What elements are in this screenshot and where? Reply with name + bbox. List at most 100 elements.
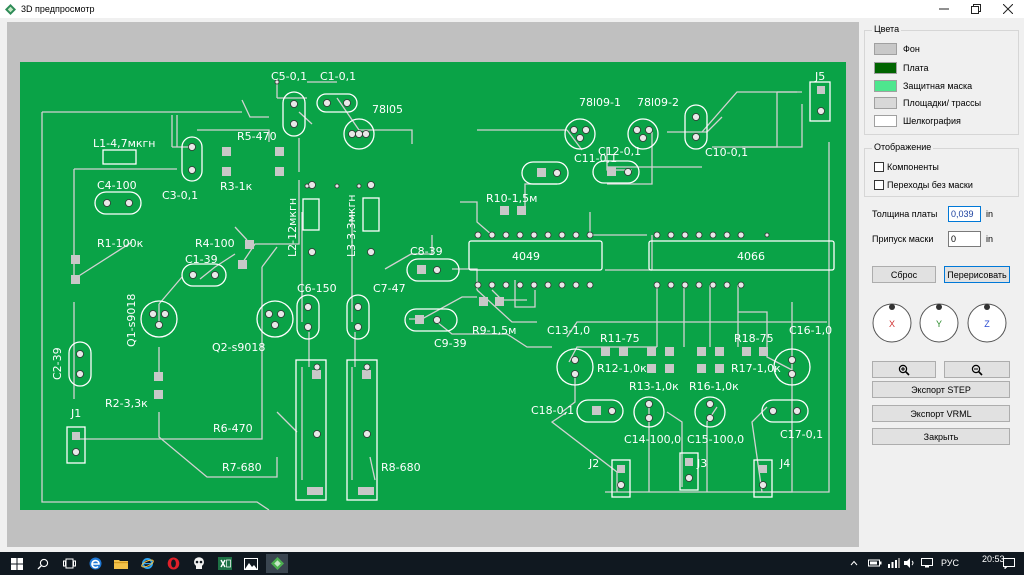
label-j1: J1: [70, 407, 81, 420]
redraw-button[interactable]: Перерисовать: [944, 266, 1010, 283]
silkscreen: [66, 81, 835, 501]
skull-icon: [194, 557, 204, 569]
rotate-z-button[interactable]: Z: [966, 302, 1008, 344]
label-c10: C10-0,1: [705, 146, 748, 159]
label-r5: R5-470: [237, 130, 277, 143]
label-l3: L3-3,3мкгн: [345, 194, 358, 257]
label-c9: C9-39: [434, 337, 467, 350]
colors-group: Цвета Фон Плата Защитная маска Площадки/…: [864, 24, 1019, 135]
volume-icon[interactable]: [904, 558, 916, 568]
opera-icon[interactable]: [162, 554, 184, 573]
app-window: 3D предпросмотр: [0, 0, 1024, 547]
label-r12: R12-1,0к: [597, 362, 647, 375]
task-view-icon[interactable]: [58, 554, 80, 573]
label-c8: C8-39: [410, 245, 443, 258]
label-c18: C18-0,1: [531, 404, 574, 417]
excel-icon[interactable]: [214, 554, 236, 573]
label-c17: C17-0,1: [780, 428, 823, 441]
label-r2: R2-3,3к: [105, 397, 148, 410]
windows-logo-icon: [11, 557, 23, 570]
unmasked-vias-checkbox[interactable]: [874, 179, 884, 190]
color-row-board[interactable]: Плата: [874, 61, 929, 74]
close-window-button[interactable]: [992, 0, 1024, 18]
skull-app-icon[interactable]: [188, 554, 210, 573]
file-explorer-icon[interactable]: [110, 554, 132, 573]
export-step-button[interactable]: Экспорт STEP: [872, 381, 1010, 398]
pcb-diamond-icon: [5, 3, 16, 15]
label-r1: R1-100к: [97, 237, 144, 250]
zoom-out-button[interactable]: [944, 361, 1010, 378]
rotate-y-button[interactable]: Y: [918, 302, 960, 344]
windows-start-icon[interactable]: [6, 554, 28, 573]
tray-chevron-icon[interactable]: [850, 560, 858, 566]
notifications-icon[interactable]: [1003, 558, 1015, 569]
axis-z-label: Z: [984, 319, 990, 329]
label-c4: C4-100: [97, 179, 137, 192]
label-78l09-2: 78l09-2: [637, 96, 679, 109]
zoom-in-button[interactable]: [872, 361, 936, 378]
search-icon[interactable]: [32, 554, 54, 573]
color-label-pads: Площадки/ трассы: [903, 97, 982, 108]
reset-button[interactable]: Сброс: [872, 266, 936, 283]
pcb-board-render: C5-0,1 C1-0,1 78l05 J5 78l09-1 78l09-2 L…: [20, 62, 846, 511]
battery-icon[interactable]: [868, 558, 882, 568]
axis-y-label: Y: [936, 319, 942, 329]
label-c6: C6-150: [297, 282, 337, 295]
color-swatch-pads[interactable]: [874, 96, 897, 109]
tray-monitor-icon[interactable]: [921, 558, 933, 568]
pcb-board: [20, 62, 846, 510]
rotate-x-button[interactable]: X: [871, 302, 913, 344]
label-c15: C15-100,0: [687, 433, 744, 446]
color-label-silkscreen: Шелкография: [903, 115, 961, 126]
label-c1-0: C1-0,1: [320, 70, 356, 83]
export-vrml-button[interactable]: Экспорт VRML: [872, 405, 1010, 422]
label-j5: J5: [814, 70, 825, 83]
close-dialog-button[interactable]: Закрыть: [872, 428, 1010, 445]
components-checkbox-row[interactable]: Компоненты: [874, 160, 939, 173]
minimize-button[interactable]: [928, 0, 960, 18]
window-title: 3D предпросмотр: [21, 4, 95, 14]
label-r6: R6-470: [213, 422, 253, 435]
label-r3: R3-1к: [220, 180, 253, 193]
axis-x-label: X: [889, 319, 895, 329]
color-swatch-silkscreen[interactable]: [874, 114, 897, 127]
photos-icon[interactable]: [240, 554, 262, 573]
unmasked-vias-checkbox-row[interactable]: Переходы без маски: [874, 178, 973, 191]
mask-clearance-input[interactable]: [948, 231, 981, 247]
unmasked-vias-checkbox-label: Переходы без маски: [887, 179, 973, 190]
label-q1: Q1-s9018: [125, 294, 138, 347]
restore-button[interactable]: [960, 0, 992, 18]
pcb-app-icon[interactable]: [266, 554, 288, 573]
excel-x-icon: [218, 557, 232, 570]
close-icon: [1003, 4, 1013, 14]
color-row-mask[interactable]: Защитная маска: [874, 79, 972, 92]
color-label-mask: Защитная маска: [903, 80, 973, 91]
zoom-out-icon: [971, 364, 983, 376]
color-row-pads[interactable]: Площадки/ трассы: [874, 96, 981, 109]
color-swatch-mask[interactable]: [874, 79, 897, 92]
color-swatch-background[interactable]: [874, 42, 897, 55]
zoom-in-icon: [898, 364, 910, 376]
tray-language[interactable]: РУС: [941, 558, 960, 568]
label-c12: C12-0,1: [598, 145, 641, 158]
opera-o-icon: [167, 557, 179, 570]
color-row-background[interactable]: Фон: [874, 42, 920, 55]
components-checkbox[interactable]: [874, 161, 884, 172]
label-j3: J3: [696, 457, 707, 470]
label-c14: C14-100,0: [624, 433, 681, 446]
color-swatch-board[interactable]: [874, 61, 897, 74]
traces: [41, 81, 830, 511]
color-row-silkscreen[interactable]: Шелкография: [874, 114, 961, 127]
minimize-icon: [939, 8, 949, 10]
network-icon[interactable]: [887, 558, 900, 568]
tray-clock[interactable]: 20:53: [982, 554, 1005, 564]
color-label-background: Фон: [903, 43, 920, 54]
edge-icon[interactable]: [84, 554, 106, 573]
ie-icon[interactable]: [136, 554, 158, 573]
label-4066: 4066: [737, 250, 765, 263]
task-view-glyph-icon: [62, 558, 76, 569]
board-thickness-input[interactable]: [948, 206, 981, 222]
display-group: Отображение Компоненты Переходы без маск…: [864, 142, 1019, 197]
3d-viewport[interactable]: C5-0,1 C1-0,1 78l05 J5 78l09-1 78l09-2 L…: [7, 22, 859, 547]
title-bar[interactable]: 3D предпросмотр: [0, 0, 1024, 18]
